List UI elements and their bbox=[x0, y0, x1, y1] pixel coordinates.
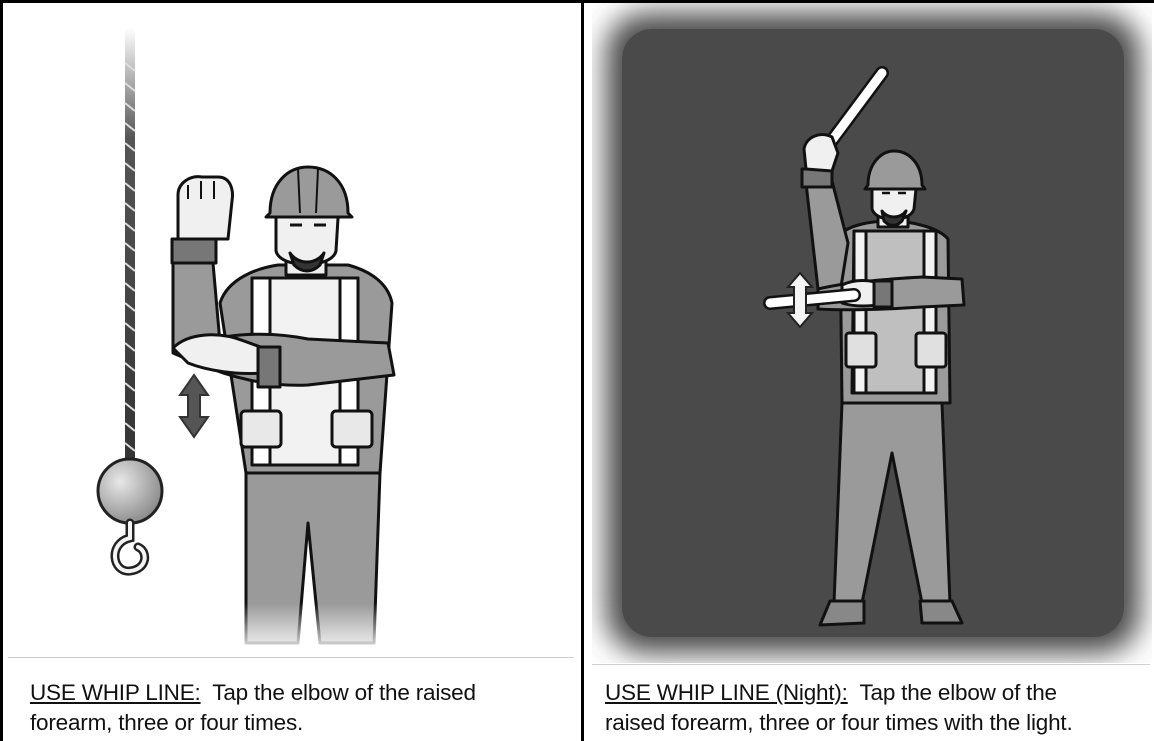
right-caption-line1: Tap the elbow of the bbox=[859, 680, 1056, 705]
right-caption: USE WHIP LINE (Night): Tap the elbow of … bbox=[605, 678, 1147, 738]
day-signal-illustration bbox=[8, 3, 574, 655]
tapping-light-stick-icon bbox=[770, 295, 854, 303]
left-caption-line1: Tap the elbow of the raised bbox=[212, 680, 476, 705]
up-down-arrow-icon bbox=[180, 375, 208, 437]
right-caption-title: USE WHIP LINE (Night): bbox=[605, 680, 848, 705]
left-caption-title: USE WHIP LINE: bbox=[30, 680, 201, 705]
left-caption-line2: forearm, three or four times. bbox=[30, 710, 303, 735]
left-caption: USE WHIP LINE: Tap the elbow of the rais… bbox=[30, 678, 566, 738]
right-panel-separator bbox=[592, 664, 1150, 665]
panel-divider bbox=[581, 0, 584, 741]
night-signal-illustration bbox=[592, 3, 1152, 663]
hook-ball-icon bbox=[98, 459, 162, 571]
whip-line-rope bbox=[125, 28, 135, 468]
right-caption-line2: raised forearm, three or four times with… bbox=[605, 710, 1073, 735]
signal-person-day bbox=[172, 167, 394, 643]
left-panel-separator bbox=[8, 657, 574, 658]
